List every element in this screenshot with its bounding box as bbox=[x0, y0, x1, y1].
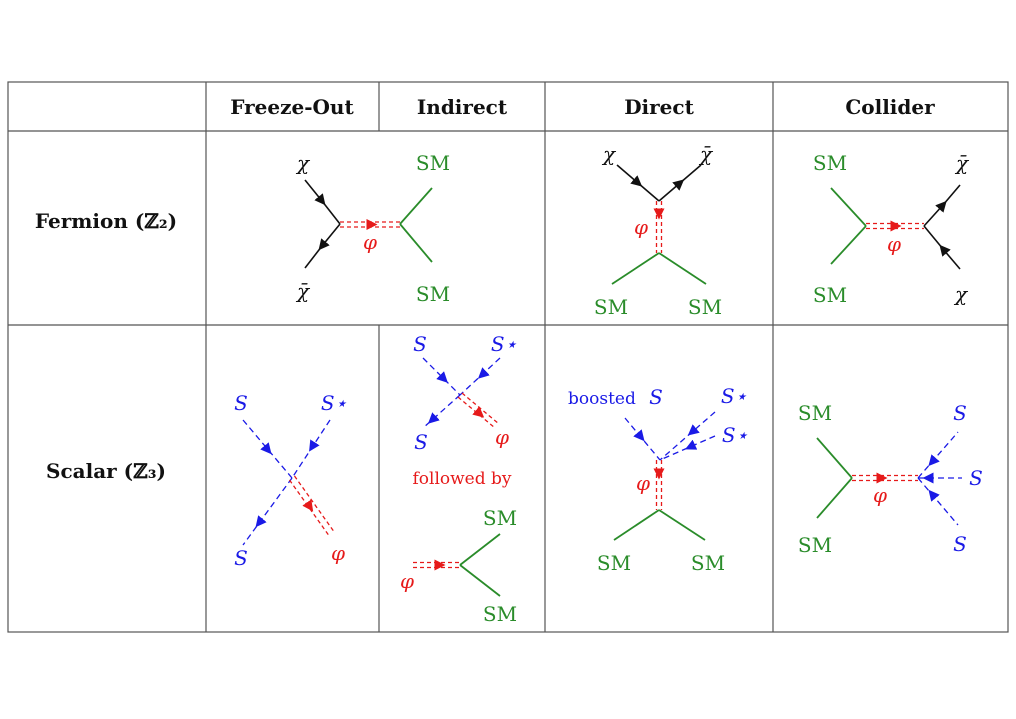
header-indirect: Indirect bbox=[417, 95, 508, 119]
sm-line-lower bbox=[399, 223, 433, 263]
label-chibar: χ̄ bbox=[954, 151, 970, 175]
label-phi: φ bbox=[634, 215, 648, 239]
label-chi: χ bbox=[953, 282, 969, 306]
label-chi: χ bbox=[601, 142, 617, 166]
fermion-line-out bbox=[318, 223, 341, 251]
row-label-scalar: Scalar (ℤ₃) bbox=[46, 459, 166, 483]
row-label-fermion: Fermion (ℤ₂) bbox=[35, 209, 177, 233]
followed-by-label: followed by bbox=[412, 469, 511, 489]
header-direct: Direct bbox=[624, 95, 694, 119]
label-sm: SM bbox=[813, 283, 847, 307]
scalar-direct-diagram: boosted S S⋆ S⋆ φ SM SM bbox=[568, 384, 748, 575]
scalar-indirect-annihilation-diagram: S S⋆ S φ bbox=[413, 332, 517, 454]
header-freeze-out: Freeze-Out bbox=[230, 95, 354, 119]
label-s: S bbox=[234, 546, 248, 570]
label-s: S bbox=[953, 532, 967, 556]
label-s-star: S⋆ bbox=[321, 391, 347, 415]
label-sm: SM bbox=[813, 151, 847, 175]
table-grid bbox=[7, 81, 1009, 633]
boosted-label: boosted bbox=[568, 389, 636, 409]
label-s: S bbox=[649, 385, 663, 409]
label-s: S bbox=[969, 466, 983, 490]
label-sm: SM bbox=[416, 151, 450, 175]
fermion-annihilation-diagram: χ χ̄ φ SM SM bbox=[295, 151, 450, 306]
label-s: S bbox=[414, 430, 428, 454]
label-sm: SM bbox=[416, 282, 450, 306]
label-sm: SM bbox=[483, 602, 517, 626]
label-sm: SM bbox=[691, 551, 725, 575]
label-phi: φ bbox=[331, 541, 345, 565]
label-chibar: χ̄ bbox=[295, 279, 311, 303]
label-s-star: S⋆ bbox=[722, 423, 748, 447]
label-sm: SM bbox=[798, 401, 832, 425]
scalar-indirect-decay-diagram: φ SM SM bbox=[400, 506, 517, 626]
header-collider: Collider bbox=[845, 95, 935, 119]
label-chibar: χ̄ bbox=[698, 142, 714, 166]
label-s: S bbox=[234, 391, 248, 415]
label-sm: SM bbox=[594, 295, 628, 319]
label-chi: χ bbox=[295, 151, 311, 175]
label-sm: SM bbox=[597, 551, 631, 575]
label-phi: φ bbox=[636, 471, 650, 495]
scalar-freeze-out-diagram: S S⋆ S φ bbox=[234, 391, 347, 570]
sm-line-upper bbox=[399, 187, 433, 225]
fermion-collider-diagram: SM SM φ χ̄ χ bbox=[813, 151, 970, 307]
label-s-star: S⋆ bbox=[491, 332, 517, 356]
label-s-star: S⋆ bbox=[721, 384, 747, 408]
label-sm: SM bbox=[688, 295, 722, 319]
scalar-collider-diagram: SM SM φ S S S bbox=[798, 401, 983, 557]
label-sm: SM bbox=[483, 506, 517, 530]
label-phi: φ bbox=[363, 230, 377, 254]
label-phi: φ bbox=[887, 232, 901, 256]
label-s: S bbox=[953, 401, 967, 425]
fermion-direct-diagram: χ χ̄ φ SM SM bbox=[594, 142, 722, 319]
label-phi: φ bbox=[400, 569, 414, 593]
label-phi: φ bbox=[873, 483, 887, 507]
label-s: S bbox=[413, 332, 427, 356]
label-phi: φ bbox=[495, 425, 509, 449]
fermion-line-in bbox=[304, 179, 326, 206]
label-sm: SM bbox=[798, 533, 832, 557]
